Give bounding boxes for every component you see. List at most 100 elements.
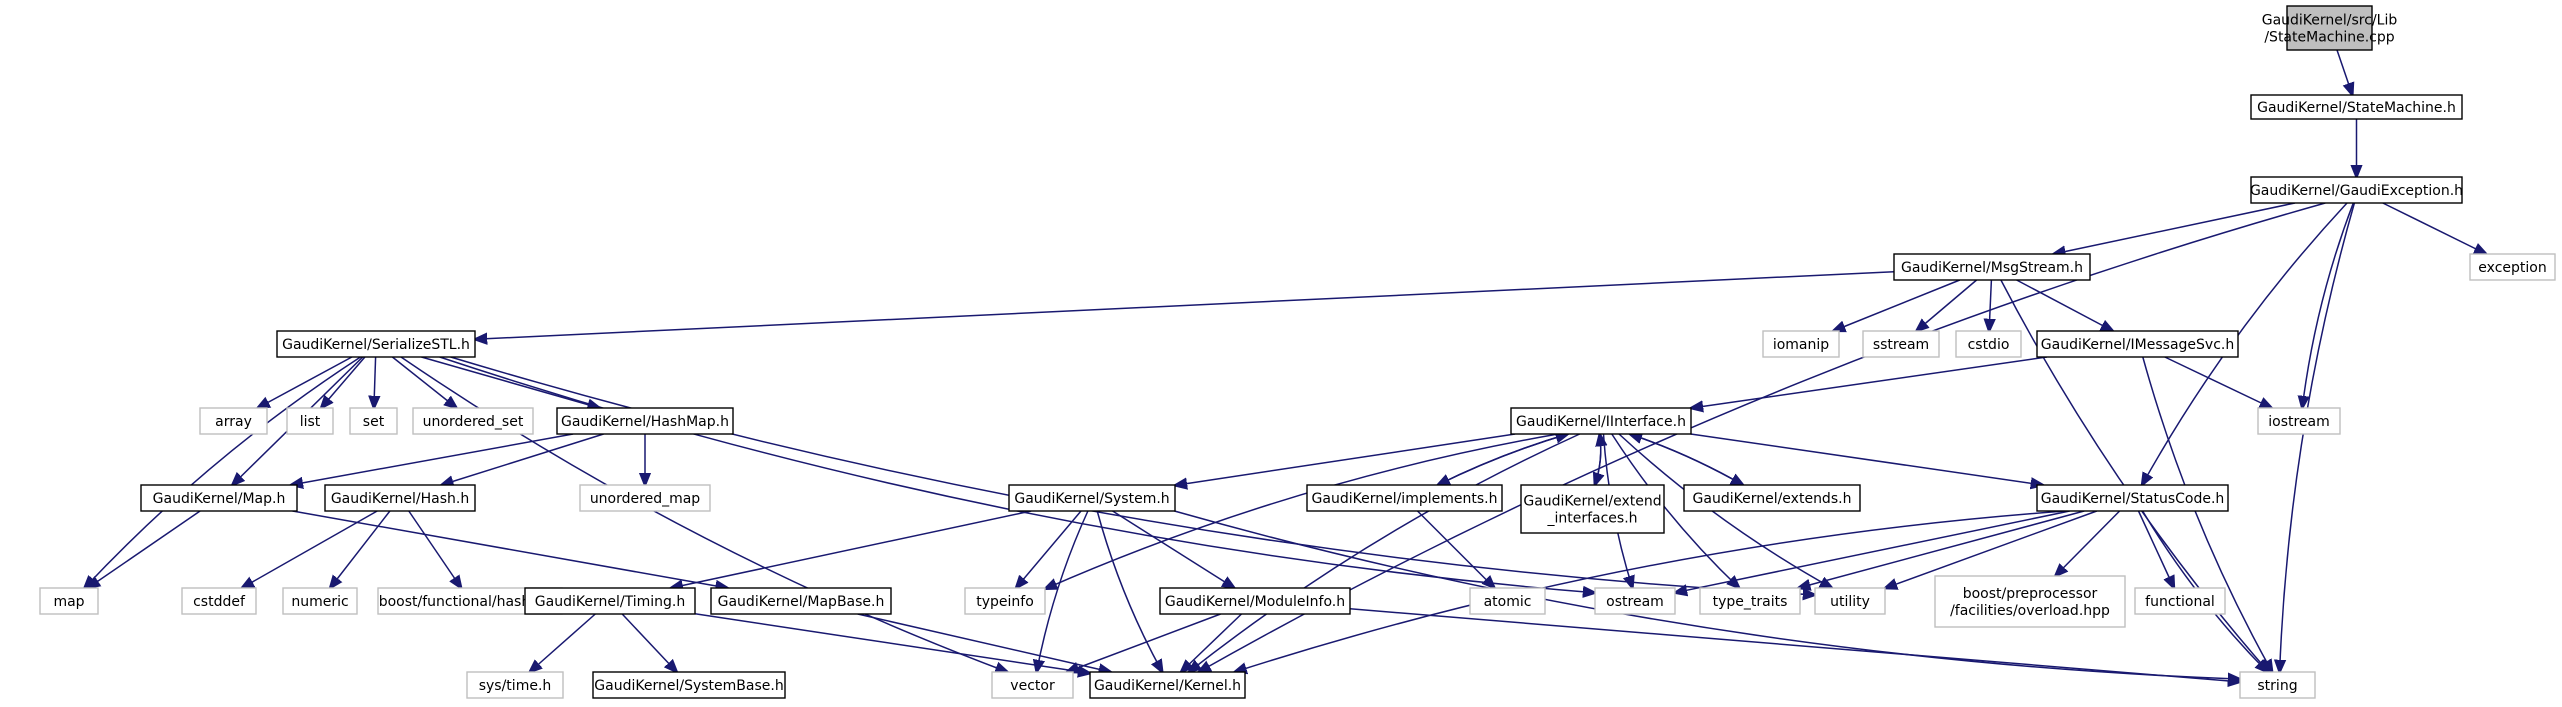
node-map: map xyxy=(39,587,99,615)
node-extend_interfaces[interactable]: GaudiKernel/extend_interfaces.h xyxy=(1520,484,1665,534)
node-label: /StateMachine.cpp xyxy=(2264,30,2394,46)
edge-hashh-to-cstddef xyxy=(242,510,378,588)
edge-serializestl-to-utility xyxy=(450,356,1815,595)
node-box xyxy=(1510,407,1692,435)
node-box xyxy=(412,407,534,435)
node-box xyxy=(1955,330,2022,358)
node-box xyxy=(991,671,1074,699)
node-label: functional xyxy=(2145,594,2215,610)
node-label: _interfaces.h xyxy=(1546,511,1637,527)
node-box xyxy=(1594,587,1676,615)
node-serializestl[interactable]: GaudiKernel/SerializeSTL.h xyxy=(276,330,476,358)
edge-hashmap-to-hashh xyxy=(441,433,604,485)
node-systemh[interactable]: GaudiKernel/System.h xyxy=(1008,484,1176,512)
node-box xyxy=(1814,587,1886,615)
node-mapbase[interactable]: GaudiKernel/MapBase.h xyxy=(710,587,892,615)
node-statuscode[interactable]: GaudiKernel/StatusCode.h xyxy=(2036,484,2229,512)
node-label: GaudiKernel/System.h xyxy=(1014,491,1169,507)
node-box xyxy=(964,587,1046,615)
node-set: set xyxy=(349,407,398,435)
node-label: GaudiKernel/GaudiException.h xyxy=(2250,183,2463,199)
node-unordered_set: unordered_set xyxy=(412,407,534,435)
node-utility: utility xyxy=(1814,587,1886,615)
node-label: GaudiKernel/IInterface.h xyxy=(1516,414,1686,430)
node-kernel[interactable]: GaudiKernel/Kernel.h xyxy=(1089,671,1246,699)
node-box xyxy=(349,407,398,435)
node-ostream: ostream xyxy=(1594,587,1676,615)
edge-statuscode-to-utility xyxy=(1885,510,2098,588)
node-label: array xyxy=(215,414,252,430)
node-label: atomic xyxy=(1484,594,1532,610)
edge-serializestl-to-array xyxy=(258,356,353,408)
node-label: GaudiKernel/MapBase.h xyxy=(718,594,885,610)
edge-extends-to-iinterface xyxy=(1630,434,1744,486)
node-label: string xyxy=(2257,678,2297,694)
node-root[interactable]: GaudiKernel/src/Lib/StateMachine.cpp xyxy=(2262,5,2398,51)
node-label: GaudiKernel/extends.h xyxy=(1693,491,1852,507)
node-label: GaudiKernel/SystemBase.h xyxy=(594,678,783,694)
edge-implements-to-atomic xyxy=(1416,510,1495,588)
node-box xyxy=(2257,407,2341,435)
node-overload: boost/preprocessor/facilities/overload.h… xyxy=(1934,575,2126,628)
node-systime: sys/time.h xyxy=(466,671,564,699)
edge-systemh-to-kernel xyxy=(1096,510,1162,672)
node-box xyxy=(710,587,892,615)
edge-imessagesvc-to-string xyxy=(2142,356,2272,672)
node-label: utility xyxy=(1830,594,1870,610)
edge-iinterface-to-statuscode xyxy=(1690,433,2043,485)
edge-serializestl-to-vector xyxy=(400,356,1008,672)
edge-iinterface-to-utility xyxy=(1618,433,1832,588)
edge-serializestl-to-list xyxy=(321,356,366,408)
edge-statuscode-to-overload xyxy=(2055,510,2121,576)
node-box xyxy=(2134,587,2226,615)
node-box xyxy=(592,671,786,699)
node-box xyxy=(2036,330,2239,358)
edge-msgstream-to-iomanip xyxy=(1833,279,1961,331)
edge-msgstream-to-serializestl xyxy=(475,270,1895,340)
node-label: unordered_set xyxy=(423,414,524,430)
node-moduleinfo[interactable]: GaudiKernel/ModuleInfo.h xyxy=(1159,587,1351,615)
node-type_traits: type_traits xyxy=(1699,587,1801,615)
edge-timing-to-systime xyxy=(530,613,596,672)
node-extends[interactable]: GaudiKernel/extends.h xyxy=(1683,484,1861,512)
edge-serializestl-to-set xyxy=(374,356,376,408)
node-label: /facilities/overload.hpp xyxy=(1950,603,2110,619)
edge-gaudiexception-to-iostream xyxy=(2302,202,2355,408)
node-implements[interactable]: GaudiKernel/implements.h xyxy=(1306,484,1503,512)
node-iinterface[interactable]: GaudiKernel/IInterface.h xyxy=(1510,407,1692,435)
node-box xyxy=(2250,94,2463,120)
nodes-layer: GaudiKernel/src/Lib/StateMachine.cppGaud… xyxy=(39,5,2556,699)
edge-systemh-to-vector xyxy=(1037,510,1089,672)
node-box xyxy=(2250,176,2463,204)
node-systembase[interactable]: GaudiKernel/SystemBase.h xyxy=(592,671,786,699)
node-box xyxy=(39,587,99,615)
node-box xyxy=(1862,330,1940,358)
node-hashh[interactable]: GaudiKernel/Hash.h xyxy=(324,484,476,512)
node-label: numeric xyxy=(291,594,348,610)
edge-statuscode-to-ostream xyxy=(1675,510,2070,593)
node-timing[interactable]: GaudiKernel/Timing.h xyxy=(524,587,696,615)
node-functional: functional xyxy=(2134,587,2226,615)
node-label: GaudiKernel/MsgStream.h xyxy=(1901,260,2083,276)
node-box xyxy=(1008,484,1176,512)
node-gaudiexception[interactable]: GaudiKernel/GaudiException.h xyxy=(2250,176,2463,204)
node-label: ostream xyxy=(1606,594,1664,610)
edge-systemh-to-timing xyxy=(671,510,1032,588)
node-sstream: sstream xyxy=(1862,330,1940,358)
node-label: set xyxy=(363,414,385,430)
node-label: GaudiKernel/IMessageSvc.h xyxy=(2041,337,2234,353)
node-imessagesvc[interactable]: GaudiKernel/IMessageSvc.h xyxy=(2036,330,2239,358)
node-hashmap[interactable]: GaudiKernel/HashMap.h xyxy=(556,407,734,435)
node-label: unordered_map xyxy=(590,491,700,507)
node-label: GaudiKernel/ModuleInfo.h xyxy=(1165,594,1345,610)
node-label: GaudiKernel/Hash.h xyxy=(331,491,469,507)
node-statemachine[interactable]: GaudiKernel/StateMachine.h xyxy=(2250,94,2463,120)
node-label: exception xyxy=(2478,260,2546,276)
node-box xyxy=(2469,253,2556,281)
node-exception: exception xyxy=(2469,253,2556,281)
node-label: GaudiKernel/Map.h xyxy=(153,491,286,507)
node-maph[interactable]: GaudiKernel/Map.h xyxy=(140,484,298,512)
node-msgstream[interactable]: GaudiKernel/MsgStream.h xyxy=(1893,253,2091,281)
node-list: list xyxy=(286,407,334,435)
